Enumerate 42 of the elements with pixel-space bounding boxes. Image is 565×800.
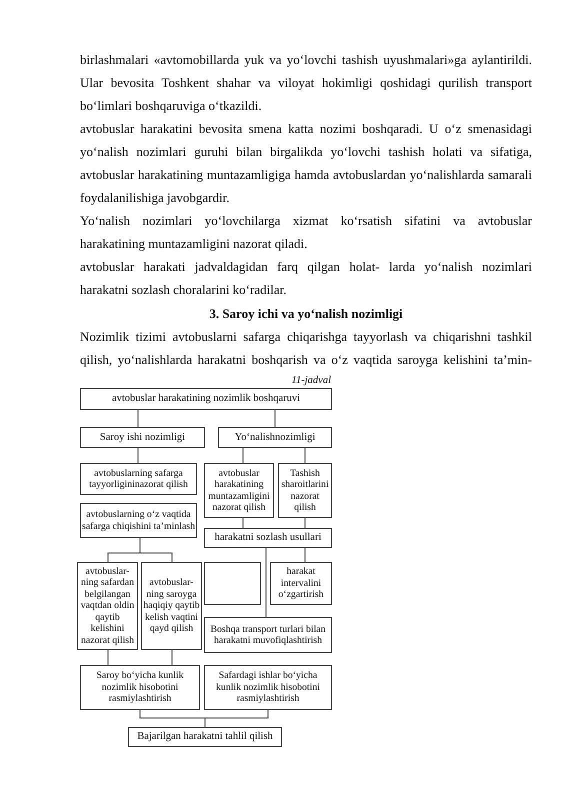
connector-line bbox=[242, 518, 244, 528]
process-box bbox=[204, 665, 332, 710]
process-box bbox=[80, 463, 197, 495]
box-text: harakatni sozlash usullari bbox=[214, 532, 322, 544]
connector-line bbox=[304, 448, 306, 464]
box-text: avtobuslar harakatining muntazamligini nazorat qilish bbox=[207, 468, 271, 514]
body-paragraph: birlashmalari «avtomobillarda yuk va yo‘lovchi tashish uyushmalari»ga aylantirildi. Ular bevosita Toshkent shahar va viloyat hokimligi qoshidagi qurilish transport bo‘limlari boshqaruviga o‘tkazildi. bbox=[80, 51, 532, 115]
connector-line bbox=[304, 548, 306, 562]
box-text: avtobuslar- ning saroyga haqiqiy qaytib kelish vaqtini qayd qilish bbox=[143, 577, 200, 635]
box-text: Yo‘nalishnozimligi bbox=[234, 432, 316, 444]
empty-box bbox=[204, 562, 261, 605]
box-text: Boshqa transport turlari bilan harakatni muvofiqlashtirish bbox=[209, 624, 327, 646]
process-box bbox=[270, 562, 332, 605]
box-text: avtobuslarning o‘z vaqtida safarga chiqishini ta’minlash bbox=[82, 509, 195, 532]
connector-line bbox=[274, 410, 276, 428]
connector-line bbox=[140, 538, 172, 562]
body-paragraph: avtobuslar harakati jadvaldagidan farq qilgan holat- larda yo‘nalish nozimlari harakatni sozlash choralarini ko‘radilar. bbox=[80, 258, 532, 299]
box-text: Bajarilgan harakatni tahlil qilish bbox=[137, 731, 273, 743]
box-text: harakat intervalini o‘zgartirish bbox=[277, 566, 325, 601]
box-text: Safardagi ishlar bo‘yicha kunlik nozimlik hisobotini rasmiylashtirish bbox=[215, 670, 321, 705]
process-box bbox=[204, 617, 332, 653]
process-box bbox=[80, 427, 205, 448]
box-text: Tashish sharoitlarini nazorat qilish bbox=[280, 468, 330, 514]
process-box bbox=[204, 528, 332, 548]
section-heading: 3. Saroy ichi va yo‘nalish nozimligi bbox=[208, 305, 404, 323]
process-box bbox=[141, 562, 202, 650]
box-text: Saroy ishi nozimligi bbox=[100, 432, 186, 444]
connector-line bbox=[204, 710, 268, 728]
body-paragraph: Yo‘nalish nozimlari yo‘lovchilarga xizmat ko‘rsatish sifatini va avtobuslar harakatining muntazamligini nazorat qiladi. bbox=[80, 212, 532, 253]
body-paragraph: avtobuslar harakatini bevosita smena katta nozimi boshqaradi. U o‘z smenasidagi yo‘nalish nozimlari guruhi bilan birgalikda yo‘lovchi tashish holati va sifatiga, avtobuslar harakatining muntazamligiga hamda avtobuslardan yo‘nalishlarda samarali foydalanilishiga javobgardir. bbox=[80, 120, 532, 207]
process-box bbox=[218, 427, 332, 448]
process-box bbox=[80, 503, 197, 538]
connector-line bbox=[304, 518, 306, 528]
process-box bbox=[128, 727, 282, 747]
box-text: avtobuslar- ning safardan belgilangan vaqtdan oldin qaytib kelishini nazorat qilish bbox=[80, 566, 136, 646]
box-text: avtobuslarning safarga tayyorligininazorat qilish bbox=[88, 468, 189, 490]
box-text: avtobuslar harakatining nozimlik boshqaruvi bbox=[112, 393, 300, 405]
box-text: Saroy bo‘yicha kunlik nozimlik hisobotini rasmiylashtirish bbox=[95, 670, 185, 705]
connector-line bbox=[242, 448, 244, 464]
process-box bbox=[80, 665, 200, 710]
body-paragraph: Nozimlik tizimi avtobuslarni safarga chiqarishga tayyorlash va chiqarishni tashkil qilish, yo‘nalishlarda harakatni boshqarish va o‘z vaqtida saroyga kelishini ta’min- bbox=[80, 328, 532, 369]
table-number: 11-jadval bbox=[292, 374, 331, 386]
